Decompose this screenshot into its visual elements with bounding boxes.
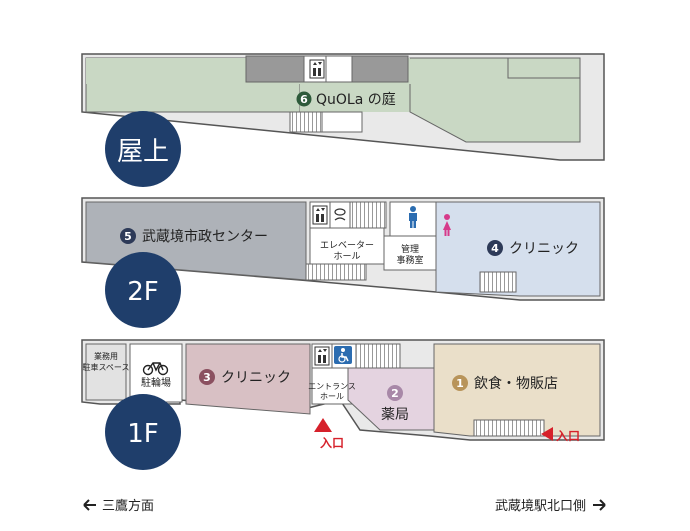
elevator-icon	[314, 346, 330, 366]
second-floor-badge: 2F	[105, 252, 181, 328]
business-parking-line2: 駐車スペース	[82, 362, 129, 372]
female-restroom-icon	[443, 214, 451, 236]
entrance-hall-label: エントランス ホール	[308, 382, 356, 401]
elevator-hall-line1: エレベーター	[320, 240, 374, 251]
first-clinic-number: 3	[203, 371, 211, 384]
first-floor-badge: 1F	[105, 394, 181, 470]
civic-center-label: 5 武蔵境市政センター	[120, 228, 268, 245]
admin-office-line2: 事務室	[396, 254, 423, 266]
first-clinic-name: クリニック	[221, 370, 291, 386]
second-floor-badge-text: 2F	[127, 277, 159, 307]
admin-office-label: 管理 事務室	[396, 243, 423, 266]
male-restroom-icon	[409, 206, 417, 228]
garden-name: QuOLa の庭	[316, 91, 396, 108]
elevator-icon	[312, 205, 328, 225]
garden-label: 6 QuOLa の庭	[296, 91, 396, 108]
pharmacy-number: 2	[391, 387, 399, 400]
pharmacy-label: 2 薬局	[381, 385, 409, 423]
rooftop-floor	[81, 53, 605, 161]
bicycle-parking-label: 駐輪場	[141, 376, 171, 389]
direction-right-label: 武蔵境駅北口側	[495, 499, 586, 514]
business-parking-label: 業務用 駐車スペース	[82, 351, 129, 372]
elevator-hall-line2: ホール	[333, 251, 360, 262]
civic-center-name: 武蔵境市政センター	[142, 228, 268, 245]
rooftop-badge: 屋上	[105, 111, 181, 187]
food-retail-number: 1	[456, 377, 464, 390]
second-clinic-number: 4	[491, 242, 499, 255]
second-clinic-name: クリニック	[509, 241, 579, 257]
first-floor	[81, 339, 605, 441]
admin-office-line1: 管理	[401, 243, 419, 255]
garden-number: 6	[300, 93, 308, 106]
baby-room-icon	[334, 208, 346, 221]
right-entrance-marker: 入口	[541, 427, 580, 443]
entrance-hall-line1: エントランス	[308, 382, 356, 391]
right-entrance-label: 入口	[556, 429, 580, 443]
accessible-restroom-icon	[334, 346, 352, 364]
pharmacy-name: 薬局	[381, 407, 409, 423]
second-clinic-label: 4 クリニック	[487, 240, 579, 257]
food-retail-name: 飲食・物販店	[474, 375, 558, 392]
direction-left-label: 三鷹方面	[102, 498, 154, 514]
left-arrow-icon	[83, 499, 96, 511]
food-retail-label: 1 飲食・物販店	[452, 375, 558, 392]
right-arrow-icon	[593, 499, 606, 511]
first-floor-badge-text: 1F	[127, 419, 159, 449]
first-clinic-label: 3 クリニック	[199, 369, 291, 386]
civic-center-number: 5	[124, 230, 132, 243]
business-parking-line1: 業務用	[94, 351, 118, 361]
rooftop-badge-text: 屋上	[117, 137, 169, 167]
elevator-hall-label: エレベーター ホール	[320, 240, 374, 262]
bicycle-icon	[142, 362, 169, 376]
center-entrance-marker: 入口	[314, 418, 344, 450]
elevator-icon	[309, 59, 325, 79]
center-entrance-label: 入口	[320, 436, 344, 450]
entrance-hall-line2: ホール	[320, 392, 344, 401]
